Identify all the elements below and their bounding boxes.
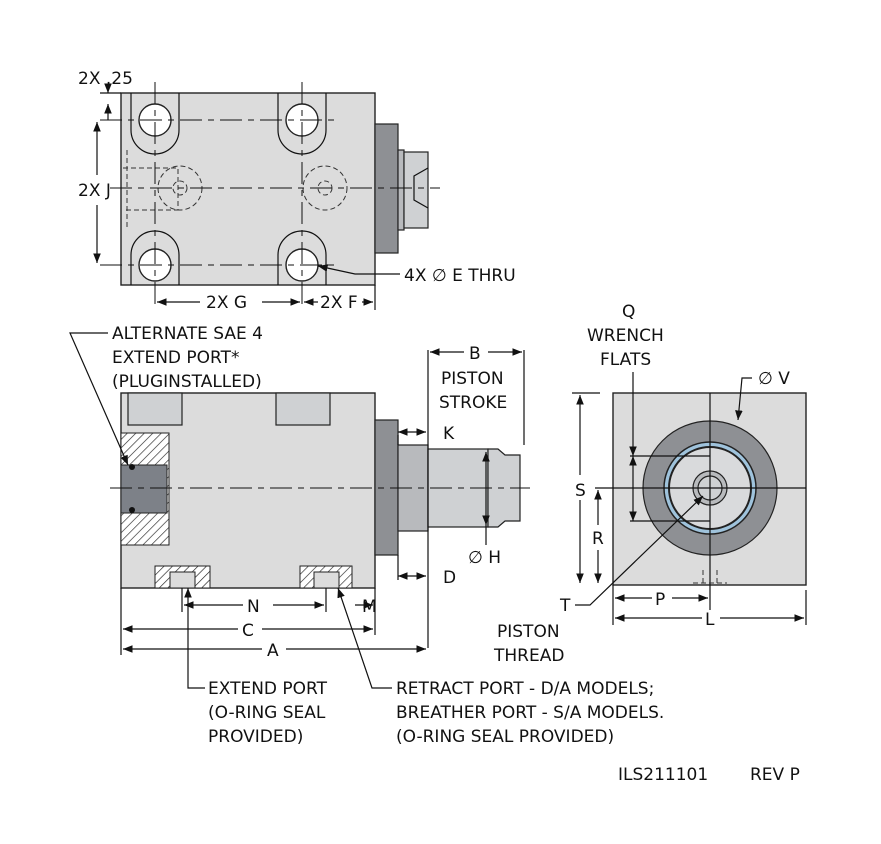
end-view: Q WRENCH FLATS ∅ V S R T PISTON THREAD P… <box>493 302 807 666</box>
dim-n: N <box>247 597 260 617</box>
alt-port-line2: EXTEND PORT* <box>112 348 240 368</box>
alt-port-line1: ALTERNATE SAE 4 <box>112 324 263 344</box>
dim-k: K <box>443 424 455 444</box>
alt-port-line3: (PLUGINSTALLED) <box>112 372 262 392</box>
dim-m: M <box>362 597 377 617</box>
stroke-label-2: STROKE <box>439 393 507 413</box>
dim-v: ∅ V <box>758 369 790 389</box>
dim-l: L <box>705 610 715 630</box>
dim-d: D <box>443 568 456 588</box>
retract-port-1: RETRACT PORT - D/A MODELS; <box>396 679 654 699</box>
drawing-number: ILS211101 <box>618 765 708 785</box>
piston-thread-1: PISTON <box>497 622 560 642</box>
dim-s: S <box>575 481 586 501</box>
dim-g: 2X G <box>206 293 247 313</box>
wrench-label: WRENCH <box>587 326 664 346</box>
dim-t: T <box>559 596 571 616</box>
retract-port-3: (O-RING SEAL PROVIDED) <box>396 727 614 747</box>
dim-p: P <box>655 590 665 610</box>
dim-r: R <box>592 529 604 549</box>
hole-callout: 4X ∅ E THRU <box>404 266 516 286</box>
flats-label: FLATS <box>600 350 651 370</box>
dim-j: 2X J <box>78 181 111 201</box>
dim-f: 2X F <box>320 293 358 313</box>
dim-b: B <box>469 344 481 364</box>
dim-q: Q <box>622 302 635 322</box>
extend-port-1: EXTEND PORT <box>208 679 328 699</box>
dim-edge: 2X .25 <box>78 69 133 89</box>
side-view: ALTERNATE SAE 4 EXTEND PORT* (PLUGINSTAL… <box>69 324 664 747</box>
top-view: 2X .25 2X J 4X ∅ E THRU 2X G 2X F <box>78 69 516 313</box>
revision: REV P <box>750 765 800 785</box>
extend-port-3: PROVIDED) <box>208 727 303 747</box>
dim-a: A <box>267 641 279 661</box>
piston-thread-2: THREAD <box>493 646 564 666</box>
stroke-label-1: PISTON <box>441 369 504 389</box>
retract-port-2: BREATHER PORT - S/A MODELS. <box>396 703 664 723</box>
piston-nut <box>403 151 429 229</box>
dim-c: C <box>242 621 254 641</box>
extend-port-2: (O-RING SEAL <box>208 703 326 723</box>
dim-h: ∅ H <box>468 548 501 568</box>
